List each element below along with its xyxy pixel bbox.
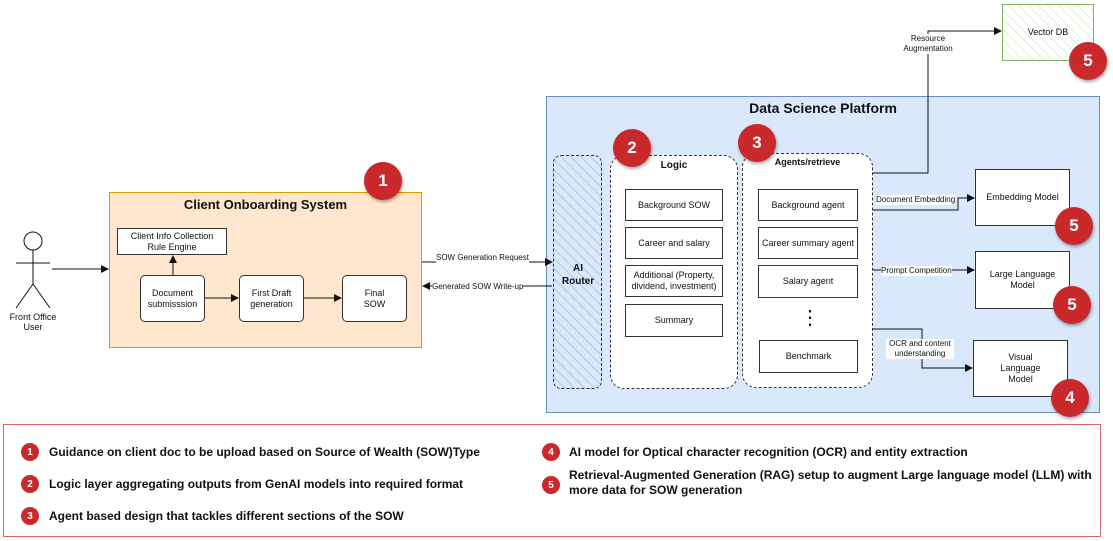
badge-5-llm: 5: [1053, 286, 1091, 324]
legend-text-5: Retrieval-Augmented Generation (RAG) set…: [569, 468, 1092, 497]
visual-language-model[interactable]: Visual Language Model: [973, 340, 1068, 397]
agent-benchmark[interactable]: Benchmark: [759, 340, 858, 373]
legend-text-3: Agent based design that tackles differen…: [49, 509, 404, 523]
platform-title: Data Science Platform: [749, 100, 897, 116]
first-draft[interactable]: First Draft generation: [239, 275, 304, 322]
edge-resource-augmentation: Resource Augmentation: [898, 34, 958, 54]
ai-router-label: AI Router: [561, 263, 595, 287]
legend-badge-4: 4: [542, 443, 560, 461]
legend-badge-2: 2: [21, 475, 39, 493]
logic-background-sow[interactable]: Background SOW: [625, 189, 723, 221]
agent-career-summary[interactable]: Career summary agent: [758, 227, 858, 259]
badge-1: 1: [364, 162, 402, 200]
final-sow[interactable]: Final SOW: [342, 275, 407, 322]
ai-router[interactable]: [553, 155, 602, 389]
badge-3: 3: [738, 124, 776, 162]
legend-text-4: AI model for Optical character recogniti…: [569, 445, 968, 459]
legend-text-1: Guidance on client doc to be upload base…: [49, 445, 480, 459]
legend-badge-5: 5: [542, 476, 560, 494]
agent-background[interactable]: Background agent: [758, 189, 858, 221]
legend-badge-1: 1: [21, 443, 39, 461]
edge-sow-request: SOW Generation Request: [436, 253, 529, 263]
actor-label-line1: Front Office: [9, 312, 57, 322]
actor-label-line2: User: [23, 322, 43, 332]
edge-ocr: OCR and content understanding: [886, 339, 954, 359]
logic-career-salary[interactable]: Career and salary: [625, 227, 723, 259]
legend-badge-3: 3: [21, 507, 39, 525]
edge-sow-writeup: Generated SOW Write-up: [432, 282, 524, 292]
logic-title: Logic: [660, 160, 688, 171]
badge-5-embedding: 5: [1055, 207, 1093, 245]
logic-additional[interactable]: Additional (Property, dividend, investme…: [625, 265, 723, 297]
badge-4-vlm: 4: [1051, 379, 1089, 417]
client-onboarding-system: [109, 192, 422, 348]
document-submission[interactable]: Document submisssion: [140, 275, 205, 322]
agent-salary[interactable]: Salary agent: [758, 265, 858, 298]
embedding-model[interactable]: Embedding Model: [975, 169, 1070, 226]
legend-text-2: Logic layer aggregating outputs from Gen…: [49, 477, 464, 491]
rule-engine[interactable]: Client Info Collection Rule Engine: [117, 228, 227, 255]
agents-ellipsis: ⋮: [800, 307, 820, 329]
badge-5-vector: 5: [1069, 42, 1107, 80]
logic-summary[interactable]: Summary: [625, 304, 723, 337]
edge-document-embedding: Document Embedding: [876, 195, 956, 205]
agents-title: Agents/retrieve: [774, 157, 841, 167]
onboarding-title: Client Onboarding System: [183, 197, 348, 212]
badge-2: 2: [613, 129, 651, 167]
edge-prompt-competition: Prompt Competition: [881, 266, 952, 276]
user-actor-icon: [15, 231, 51, 309]
